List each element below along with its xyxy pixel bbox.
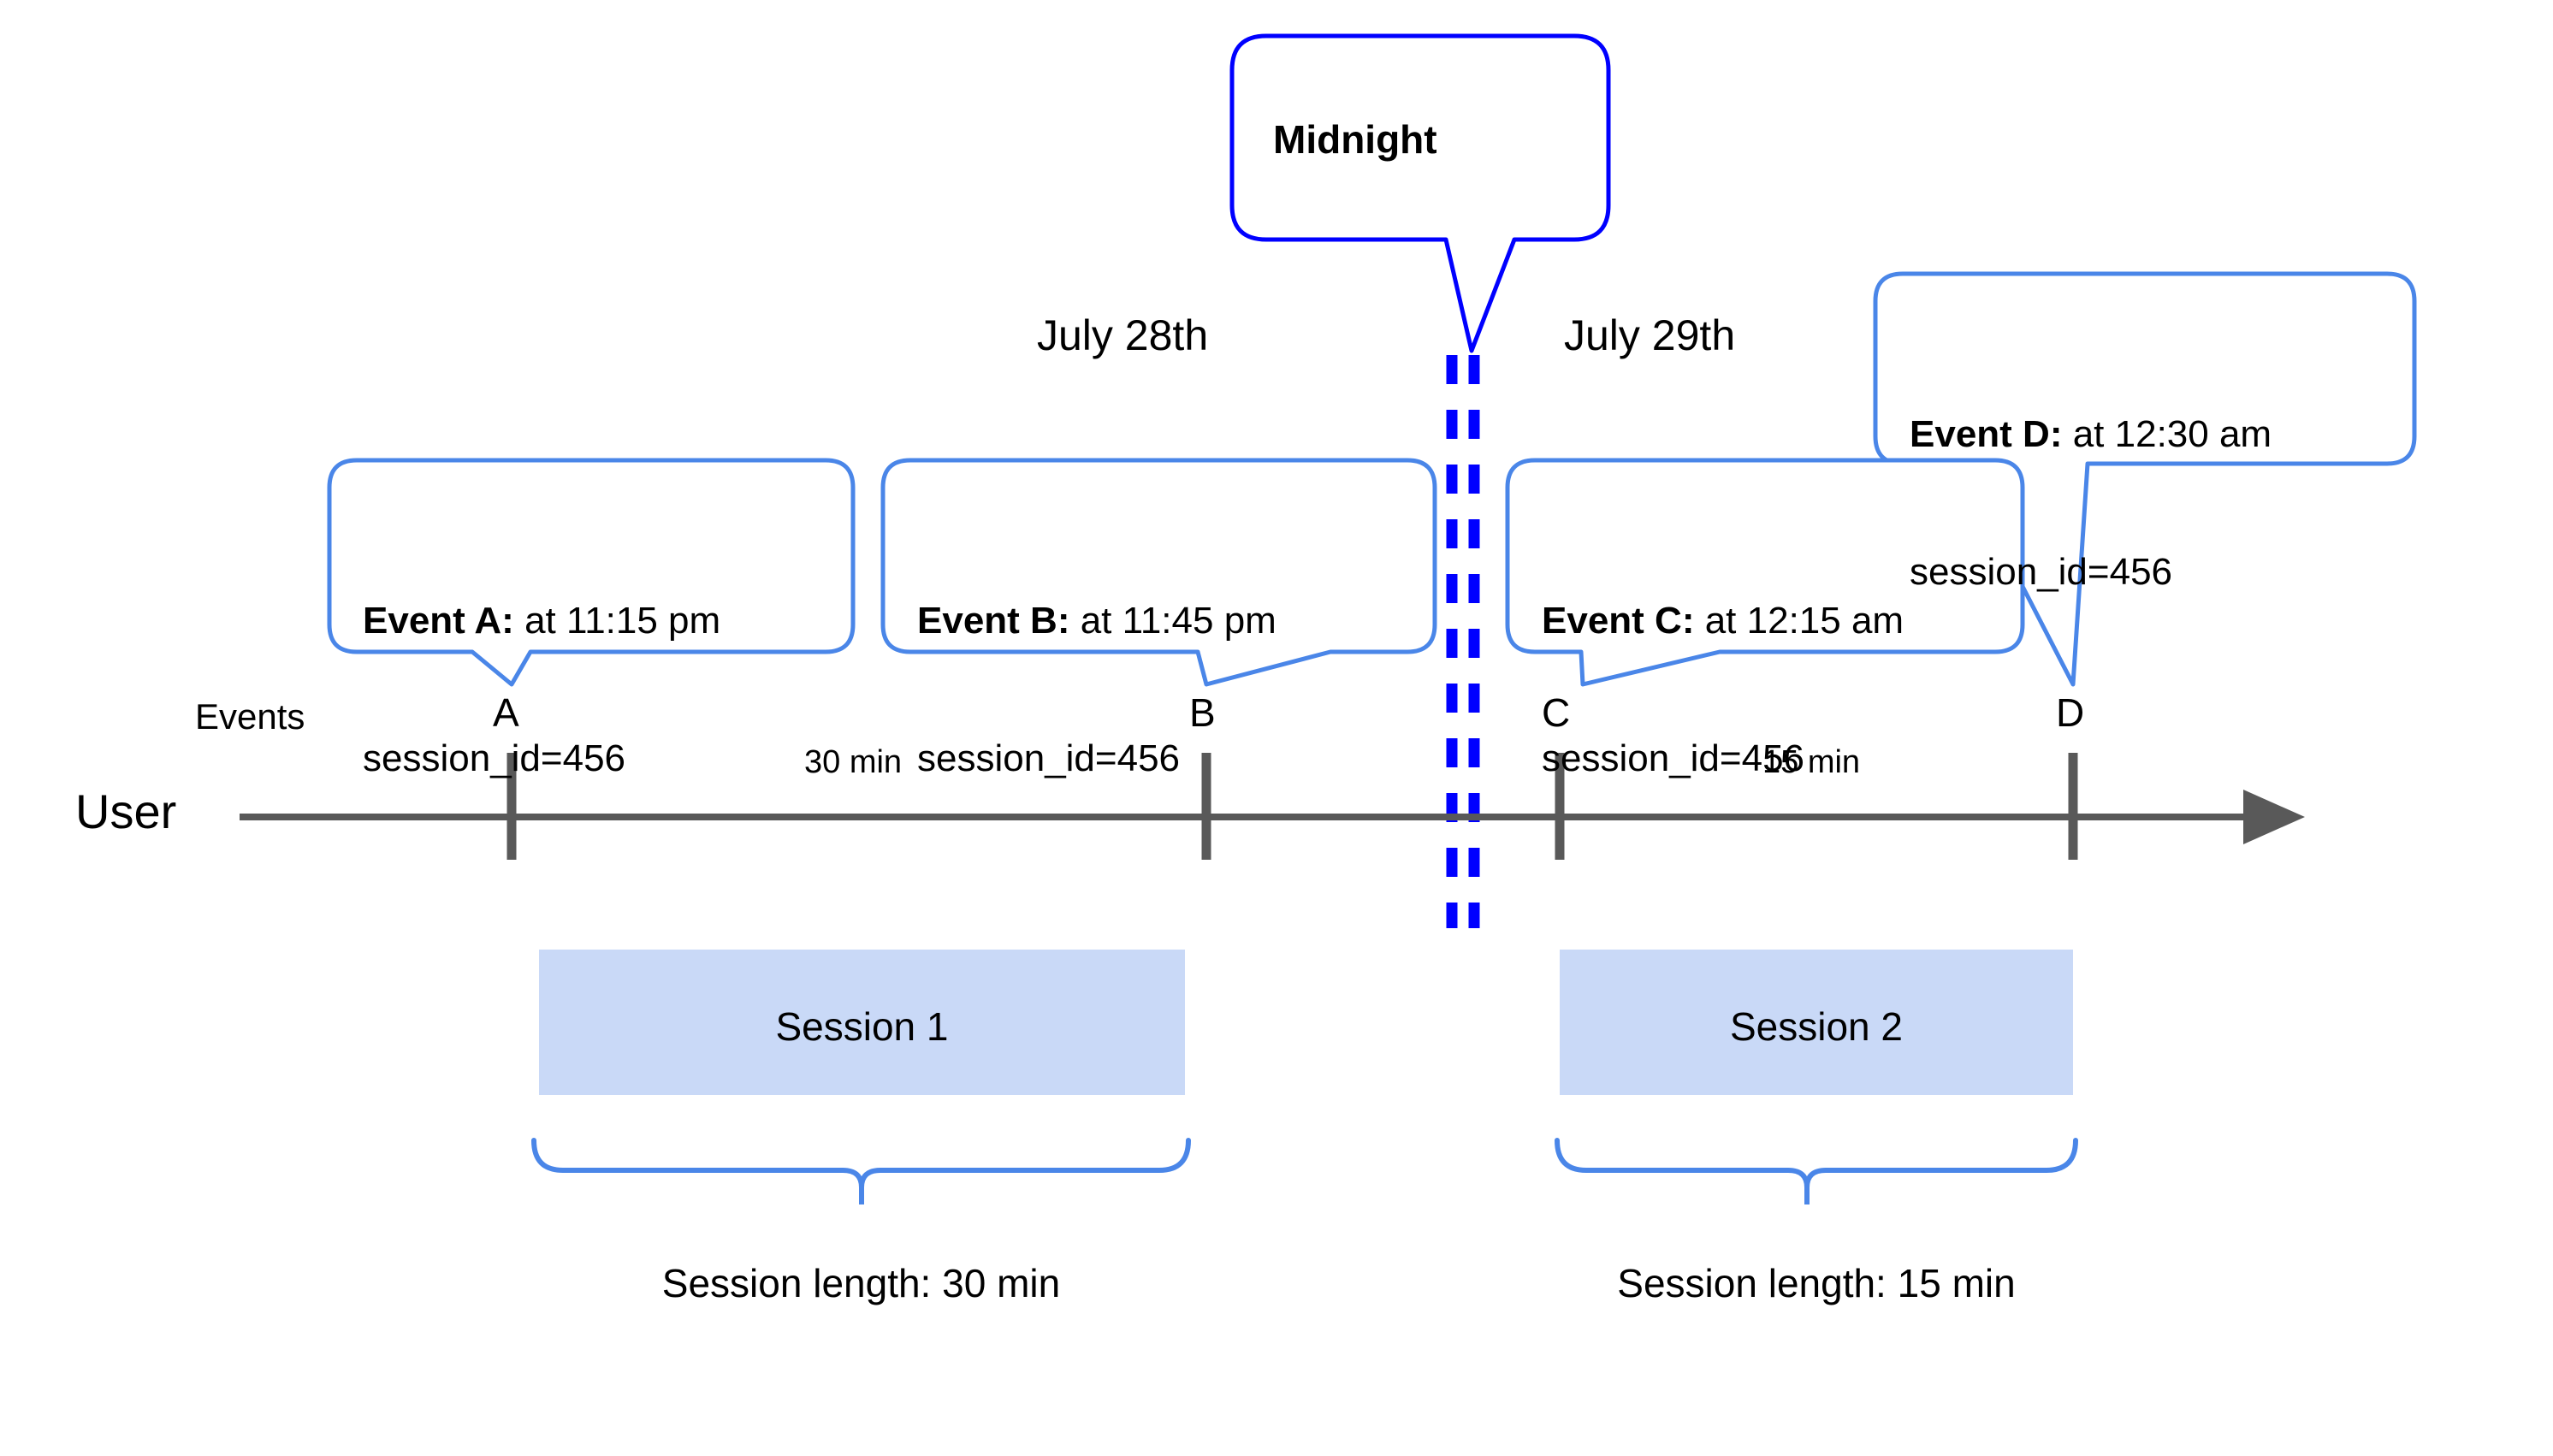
session-2-label: Session 2 [1729,1004,1903,1049]
event-c-callout-shape [1505,458,2025,687]
date-label-july-28: July 28th [1037,311,1209,359]
event-c-bold: Event C: [1542,600,1695,642]
event-b-rest: at 11:45 pm [1069,600,1276,642]
tick-label-d: D [2056,690,2085,735]
session-2-brace [1555,1138,2078,1204]
event-a-line2: session_id=456 [363,737,626,780]
tick-label-c: C [1542,690,1571,735]
event-a-rest: at 11:15 pm [513,600,721,642]
session-1-block [539,950,1185,1095]
event-d-bold: Event D: [1910,413,2063,456]
event-c-rest: at 12:15 am [1694,600,1904,642]
event-a-callout-shape [327,458,856,687]
tick-label-a: A [493,690,519,735]
midnight-label: Midnight [1273,117,1437,162]
event-b-bold: Event B: [917,600,1070,642]
event-d-rest: at 12:30 am [2062,413,2272,456]
session-1-length-label: Session length: 30 min [661,1261,1061,1305]
session-1-label: Session 1 [775,1004,949,1049]
date-label-july-29: July 29th [1564,311,1736,359]
event-b-callout-shape [880,458,1437,687]
event-b-line2: session_id=456 [917,737,1181,780]
axis-row-label-user: User [75,784,177,838]
event-d-line2: session_id=456 [1910,551,2173,594]
session-2-length-label: Session length: 15 min [1617,1261,2016,1305]
session-1-brace [531,1138,1191,1204]
event-d-callout-text: Event D: at 12:30 am session_id=456 [1910,320,2272,687]
midnight-callout-shape [1229,33,1611,353]
midnight-divider-lines [1446,355,1480,928]
duration-label-c-d: 15 min [1762,744,1861,780]
event-b-callout-text: Event B: at 11:45 pm session_id=456 [917,506,1276,873]
event-c-callout-text: Event C: at 12:15 am session_id=456 [1542,506,1904,873]
timeline-axis [240,753,2305,860]
session-2-block [1560,950,2073,1095]
event-a-bold: Event A: [363,600,514,642]
events-row-label: Events [195,696,305,737]
event-c-line2: session_id=456 [1542,737,1805,780]
duration-label-a-b: 30 min [804,744,903,780]
event-a-callout-text: Event A: at 11:15 pm session_id=456 [363,506,720,873]
tick-label-b: B [1189,690,1216,735]
